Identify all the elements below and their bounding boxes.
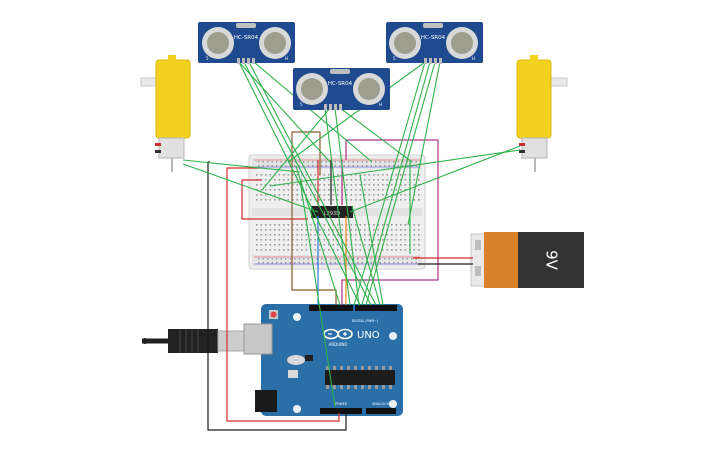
- sensor-label: HC-SR04: [234, 35, 259, 41]
- wire-red-5v: [226, 167, 340, 422]
- dc-motor-left[interactable]: [140, 55, 191, 172]
- sensor-label: HC-SR04: [421, 35, 446, 41]
- arduino-uno-board[interactable]: ARDUINO UNO DIGITAL (PWM~) POWER ANALOG …: [243, 304, 403, 416]
- sensor-pin-label-left: 5: [300, 102, 303, 107]
- sensor-pin-label-right: H: [379, 102, 382, 107]
- arduino-model-label: UNO: [357, 330, 380, 341]
- wire-black-gnd: [207, 161, 347, 431]
- sensor-pin-label-right: H: [285, 56, 288, 61]
- sensor-pin-label-left: 5: [206, 56, 209, 61]
- arduino-digital-label: DIGITAL (PWM~): [352, 319, 378, 323]
- dc-motor-right[interactable]: [516, 55, 568, 172]
- sensor-pin-label-right: H: [472, 56, 475, 61]
- battery-9v[interactable]: 9V: [470, 232, 584, 288]
- arduino-analog-label: ANALOG IN: [372, 402, 390, 406]
- ultrasonic-sensor-top-left[interactable]: HC-SR04 5 H: [198, 22, 295, 64]
- usb-cable: [142, 329, 245, 353]
- l293d-chip-label: L293D: [324, 211, 340, 217]
- sensor-pin-label-left: 5: [393, 56, 396, 61]
- ultrasonic-sensor-top-right[interactable]: HC-SR04 5 H: [386, 22, 483, 64]
- ultrasonic-sensor-middle[interactable]: HC-SR04 5 H: [293, 68, 390, 110]
- l293d-chip[interactable]: L293D: [311, 206, 353, 218]
- arduino-brand-label: ARDUINO: [329, 342, 348, 347]
- wire-magenta: [341, 139, 439, 305]
- wires: [182, 61, 521, 431]
- battery-label: 9V: [543, 250, 561, 271]
- arduino-power-label: POWER: [335, 402, 348, 406]
- wire-red-loop: [241, 179, 308, 220]
- sensor-label: HC-SR04: [328, 81, 353, 87]
